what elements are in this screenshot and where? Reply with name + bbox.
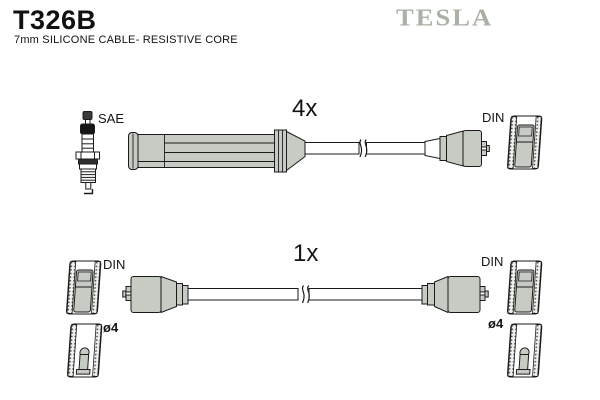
diameter-label-bottom-left: ø4 (103, 320, 119, 335)
din-socket-cross-section-icon (66, 261, 101, 314)
part-number: T326B (13, 5, 97, 35)
quantity-label-bottom: 1x (293, 240, 319, 267)
sae-terminal-label: SAE (98, 111, 125, 126)
din-socket-cross-section-icon (507, 261, 542, 314)
diameter-label-bottom-right: ø4 (488, 316, 504, 331)
din-terminal-label-top-right: DIN (482, 110, 505, 125)
din-terminal-label-bottom-left: DIN (103, 257, 126, 272)
terminal-pin-cross-section-icon (67, 324, 102, 377)
din-plug-connector-top (424, 130, 490, 167)
spark-plug-icon (75, 111, 100, 195)
quantity-label-top: 4x (292, 95, 318, 122)
din-plug-connector-bottom-left (122, 275, 189, 314)
cable-top (304, 139, 426, 158)
din-terminal-label-bottom-right: DIN (481, 254, 504, 269)
cable-bottom (187, 285, 423, 304)
sae-boot-connector (128, 129, 306, 173)
tesla-logo: TESLA (396, 4, 494, 31)
terminal-pin-cross-section-icon (507, 324, 542, 377)
din-plug-connector-bottom-right (421, 275, 489, 314)
cable-break-icon (301, 285, 305, 304)
cable-spec-subtitle: 7mm SILICONE CABLE- RESISTIVE CORE (14, 34, 238, 46)
din-socket-cross-section-icon (507, 116, 542, 169)
cable-break-icon (364, 139, 368, 158)
cable-break-icon (307, 285, 310, 304)
cable-break-icon (359, 139, 363, 158)
